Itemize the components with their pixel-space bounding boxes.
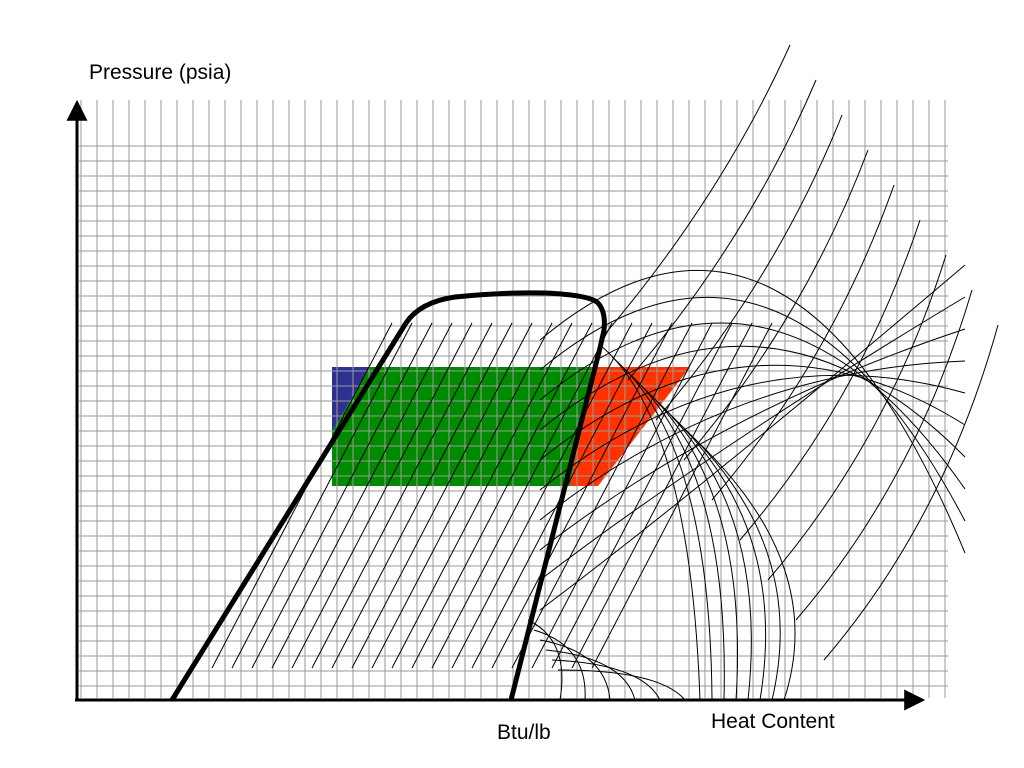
superheat-curve [795, 289, 973, 621]
mixture-region [332, 367, 592, 486]
isotherm-line [251, 322, 433, 669]
superheat-curve [551, 659, 661, 701]
isotherm-line [311, 322, 493, 669]
superheat-curve [655, 114, 843, 421]
isotherm-line [211, 322, 393, 669]
isotherm-line [231, 322, 413, 669]
superheat-curve [599, 344, 701, 701]
isotherm-line [431, 322, 613, 669]
isotherm-lines [211, 322, 773, 669]
isotherm-line [511, 322, 693, 669]
x-unit-label: Btu/lb [497, 721, 551, 744]
isotherm-line [351, 322, 533, 669]
isotherm-line [591, 322, 773, 669]
superheat-curve [539, 360, 966, 521]
isotherm-line [271, 322, 453, 669]
isotherm-line [331, 322, 513, 669]
superheat-curve [539, 345, 966, 458]
superheat-curve [767, 254, 947, 581]
superheat-curve [611, 356, 713, 701]
superheat-curve [647, 392, 752, 701]
superheat-curve [539, 639, 611, 701]
superheat-lines [527, 44, 999, 701]
superheat-curve [627, 79, 817, 381]
superheat-curve [527, 619, 563, 701]
superheat-curve [539, 364, 966, 461]
superheat-curve [539, 296, 966, 581]
isotherm-line [391, 322, 573, 669]
superheat-curve [539, 322, 966, 490]
superheat-curve [539, 269, 966, 554]
superheat-curve [539, 264, 966, 611]
superheat-curve [739, 219, 921, 541]
superheat-curve [557, 669, 686, 701]
superheated-region [570, 367, 690, 486]
superheat-curve [599, 44, 791, 341]
superheat-curve [539, 328, 966, 551]
superheat-curve [623, 368, 725, 701]
x-axis-label: Heat Content [711, 710, 835, 733]
isotherm-line [491, 322, 673, 669]
isotherm-line [291, 322, 473, 669]
superheat-curve [683, 428, 796, 701]
superheat-curve [659, 404, 767, 701]
y-axis-label: Pressure (psia) [89, 61, 232, 84]
isotherm-line [371, 322, 553, 669]
superheat-curve [823, 324, 999, 661]
isotherm-line [551, 322, 733, 669]
superheat-curve [533, 629, 586, 701]
superheat-curve [671, 416, 781, 701]
isotherm-line [411, 322, 593, 669]
superheat-curve [635, 380, 739, 701]
superheat-curve [683, 149, 869, 461]
superheat-curve [539, 374, 966, 491]
grid [79, 100, 948, 698]
saturation-dome [169, 290, 607, 702]
superheat-curve [711, 184, 895, 501]
isotherm-line [451, 322, 633, 669]
isotherm-line [571, 322, 753, 669]
